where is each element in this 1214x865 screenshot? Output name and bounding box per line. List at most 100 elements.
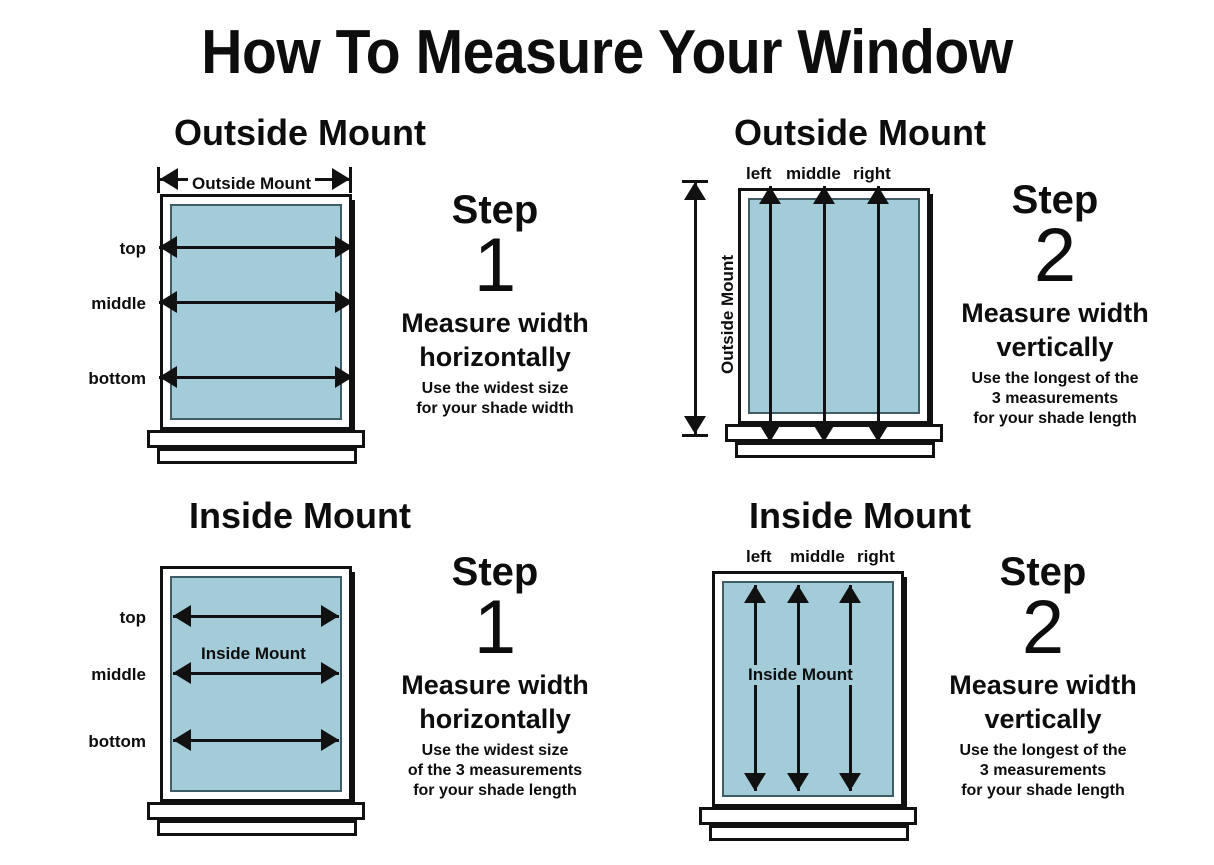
arrow-head-bottom — [684, 416, 706, 434]
arrow-shaft — [159, 245, 353, 249]
width-arrow-top — [159, 236, 353, 258]
window-sill — [699, 807, 917, 825]
column-label-right: right — [853, 164, 891, 183]
arrow-head-right — [335, 366, 353, 388]
measure-caption: Inside Mount — [746, 665, 855, 685]
arrow-shaft — [173, 738, 339, 742]
row-label-middle: middle — [91, 294, 146, 313]
step-block: Step 1 Measure width horizontally Use th… — [380, 552, 610, 801]
step-word: Step — [999, 550, 1087, 594]
step-subline-1: Use the longest of the — [959, 742, 1127, 760]
arrow-head-left — [160, 168, 178, 190]
arrow-head-top — [839, 585, 861, 603]
window-apron — [735, 442, 935, 458]
step-block: Step 2 Measure width vertically Use the … — [940, 180, 1170, 429]
measure-tick-top — [682, 180, 708, 183]
step-number: 2 — [1033, 213, 1077, 298]
quadrant-outside-mount-step-2: Outside Mount left middle right Outside … — [640, 112, 1200, 462]
arrow-shaft — [173, 614, 339, 618]
window-glass — [722, 581, 894, 797]
step-number: 2 — [1021, 585, 1065, 670]
arrow-head-left — [159, 236, 177, 258]
step-headline-1: Measure width — [401, 670, 589, 700]
arrow-head-right — [332, 168, 350, 190]
measure-caption: Outside Mount — [718, 255, 737, 374]
arrow-head-bottom — [813, 424, 835, 442]
page-title: How To Measure Your Window — [201, 18, 1013, 87]
arrow-shaft — [768, 186, 772, 442]
arrow-head-right — [321, 729, 339, 751]
step-headline-2: horizontally — [419, 704, 571, 735]
arrow-head-left — [173, 605, 191, 627]
arrow-head-bottom — [759, 424, 781, 442]
row-label-middle: middle — [91, 665, 146, 684]
step-subline-3: for your shade length — [413, 782, 577, 800]
step-headline-2: vertically — [984, 704, 1102, 735]
column-label-middle: middle — [786, 164, 841, 183]
column-label-left: left — [746, 164, 772, 183]
measure-caption: Outside Mount — [188, 174, 315, 194]
arrow-head-left — [173, 662, 191, 684]
arrow-head-right — [335, 236, 353, 258]
arrow-head-top — [787, 585, 809, 603]
arrow-shaft — [753, 585, 757, 791]
quadrant-heading: Outside Mount — [174, 112, 426, 153]
height-arrow-left — [744, 585, 766, 791]
window-sill — [147, 802, 365, 820]
window-glass — [170, 576, 342, 792]
arrow-shaft — [693, 182, 697, 434]
width-arrow-middle — [159, 291, 353, 313]
step-subline-2: of the 3 measurements — [407, 762, 583, 780]
measure-caption: Inside Mount — [199, 644, 308, 664]
arrow-shaft — [848, 585, 852, 791]
step-headline-2: horizontally — [419, 342, 571, 373]
arrow-head-top — [684, 182, 706, 200]
arrow-shaft — [822, 186, 826, 442]
step-headline-1: Measure width — [401, 308, 589, 338]
measure-tick-right — [349, 167, 352, 193]
outside-height-arrow — [684, 182, 706, 434]
arrow-head-top — [744, 585, 766, 603]
step-subline-2: for your shade width — [416, 400, 574, 418]
step-number: 1 — [473, 223, 517, 308]
row-label-top: top — [119, 239, 146, 258]
height-arrow-right — [839, 585, 861, 791]
width-arrow-bottom — [173, 729, 339, 751]
quadrant-inside-mount-step-1: Inside Mount top middle bottom Inside Mo… — [60, 495, 600, 845]
height-arrow-middle — [813, 186, 835, 442]
step-block: Step 1 Measure width horizontally Use th… — [380, 190, 610, 419]
measure-tick-bottom — [682, 434, 708, 437]
arrow-head-right — [335, 291, 353, 313]
arrow-head-right — [321, 662, 339, 684]
window-apron — [709, 825, 909, 841]
arrow-head-top — [813, 186, 835, 204]
width-arrow-top — [173, 605, 339, 627]
arrow-head-left — [173, 729, 191, 751]
step-subline-2: 3 measurements — [991, 390, 1119, 408]
quadrant-heading: Outside Mount — [734, 112, 986, 153]
step-subline-3: for your shade length — [961, 782, 1125, 800]
step-block: Step 2 Measure width vertically Use the … — [928, 552, 1158, 801]
measure-tick-left — [157, 167, 160, 193]
arrow-head-bottom — [839, 773, 861, 791]
window-sill — [147, 430, 365, 448]
quadrant-outside-mount-step-1: Outside Mount Outside Mount top middle b… — [60, 112, 600, 464]
arrow-shaft — [173, 671, 339, 675]
arrow-head-bottom — [787, 773, 809, 791]
column-label-right: right — [857, 547, 895, 566]
step-subline-3: for your shade length — [973, 410, 1137, 428]
arrow-shaft — [796, 585, 800, 791]
quadrant-heading: Inside Mount — [189, 495, 411, 536]
window-apron — [157, 820, 357, 836]
row-label-bottom: bottom — [88, 732, 146, 751]
step-word: Step — [451, 550, 539, 594]
step-subline-1: Use the longest of the — [971, 370, 1139, 388]
arrow-head-bottom — [867, 424, 889, 442]
arrow-head-bottom — [744, 773, 766, 791]
arrow-head-right — [321, 605, 339, 627]
step-number: 1 — [473, 585, 517, 670]
height-arrow-left — [759, 186, 781, 442]
column-label-left: left — [746, 547, 772, 566]
height-arrow-right — [867, 186, 889, 442]
arrow-shaft — [159, 300, 353, 304]
